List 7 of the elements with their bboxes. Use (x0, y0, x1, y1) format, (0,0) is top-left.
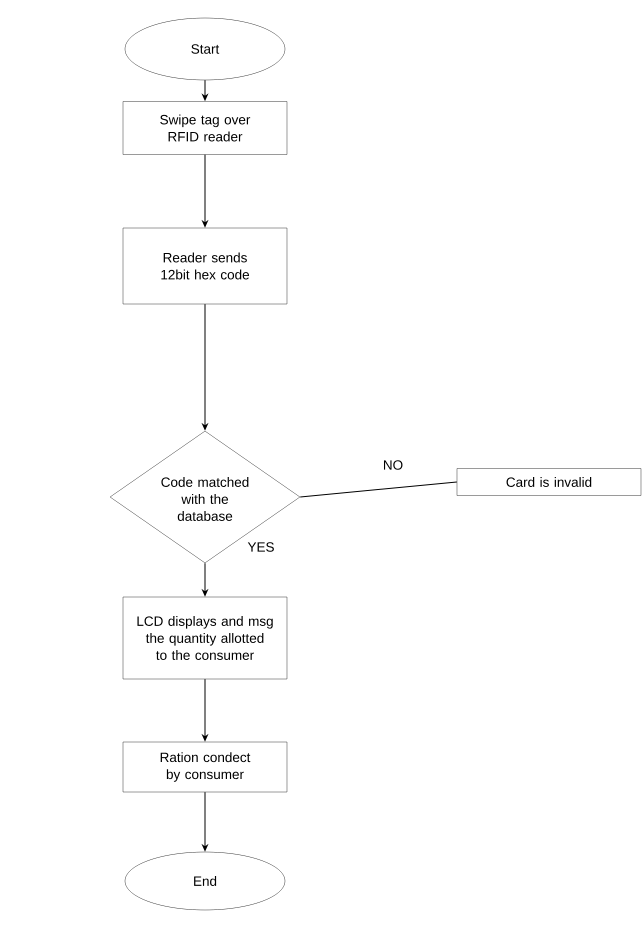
process-box: LCD displays and msg the quantity allotted to the consumer (122, 596, 288, 680)
process-box: Ration condect by consumer (122, 742, 288, 792)
edge-label: YES (246, 541, 276, 553)
edge-label: NO (382, 459, 404, 471)
process-box: Card is invalid (456, 468, 642, 496)
process-box: Reader sends 12bit hex code (122, 228, 288, 304)
process-box: Swipe tag over RFID reader (122, 101, 288, 155)
